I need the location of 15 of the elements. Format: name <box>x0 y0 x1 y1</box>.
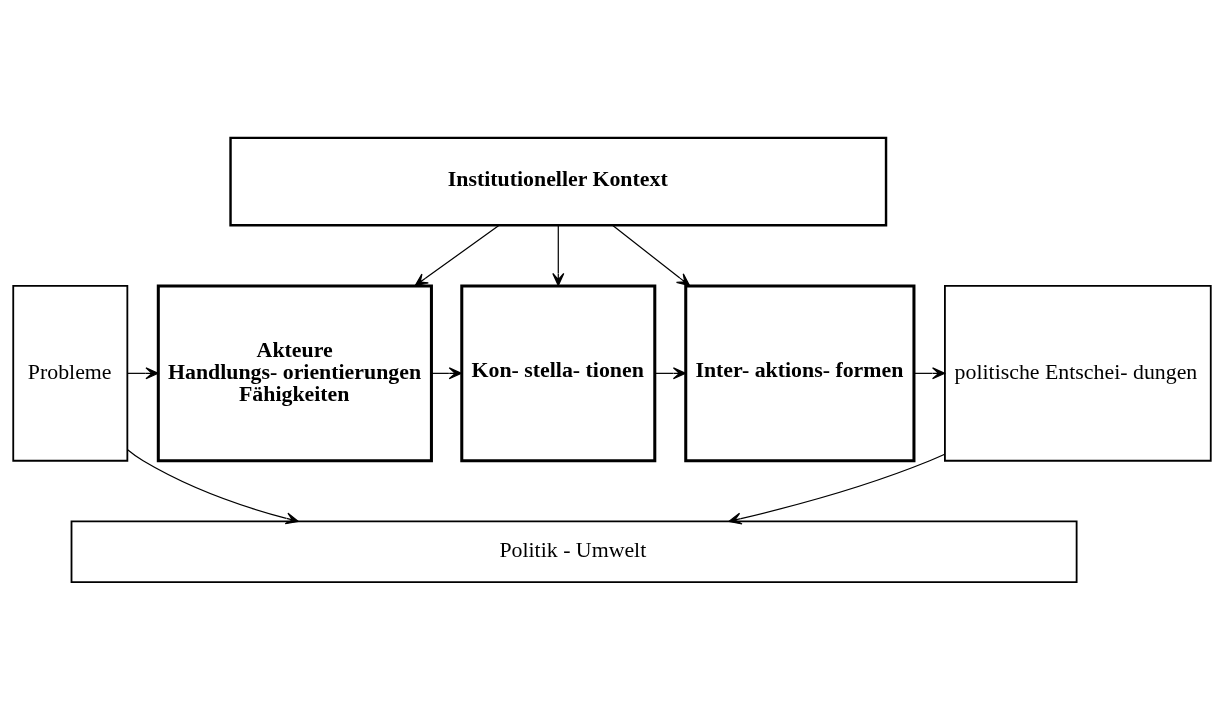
node-box: Institutioneller Kontext <box>229 136 888 227</box>
node-box: politische Entschei- dungen <box>944 285 1212 462</box>
arrow <box>728 453 946 525</box>
arrow <box>552 224 565 287</box>
arrow <box>414 224 500 287</box>
arrow <box>611 224 691 287</box>
node-box: Kon- stella- tionen <box>460 284 657 463</box>
arrow <box>654 367 687 380</box>
node-box: Probleme <box>12 285 129 462</box>
node-box: Politik - Umwelt <box>70 520 1078 584</box>
arrow <box>913 367 946 380</box>
node-box: Akteure Handlungs- orientierungen Fähigkeiten <box>156 284 433 463</box>
node-box: Inter- aktions- formen <box>684 284 916 463</box>
arrow <box>127 449 299 525</box>
arrow <box>127 367 159 380</box>
